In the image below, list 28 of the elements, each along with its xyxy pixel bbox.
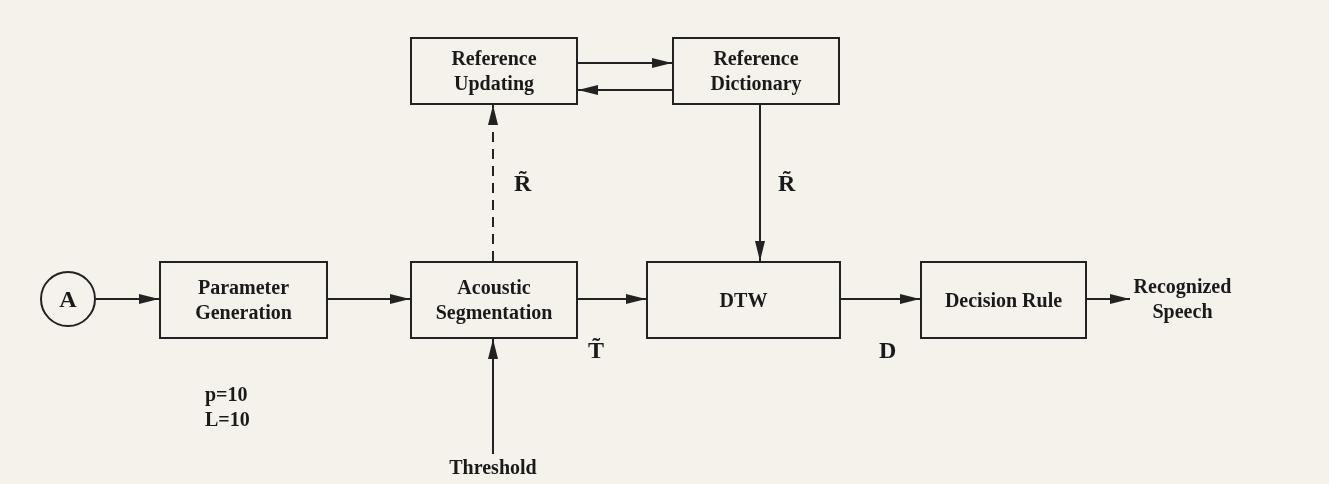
box-label: Parameter Generation bbox=[194, 275, 293, 325]
box-label: Reference Dictionary bbox=[709, 46, 803, 96]
box-label: Acoustic Segmentation bbox=[434, 275, 554, 325]
arrow bbox=[577, 58, 673, 68]
arrow bbox=[1086, 294, 1131, 304]
arrow bbox=[577, 85, 673, 95]
box-label: Reference Updating bbox=[450, 46, 538, 96]
output-label: Recognized Speech bbox=[1130, 275, 1235, 323]
process-box bbox=[410, 261, 578, 339]
arrow bbox=[840, 294, 921, 304]
arrow bbox=[327, 294, 411, 304]
dashed-arrow bbox=[488, 104, 498, 262]
process-box bbox=[920, 261, 1087, 339]
connector-circle bbox=[40, 271, 96, 327]
process-box bbox=[410, 37, 578, 105]
input-label: Threshold bbox=[447, 454, 539, 480]
parameter-label: p=10 bbox=[205, 382, 248, 407]
box-label: DTW bbox=[719, 287, 768, 313]
arrow bbox=[95, 294, 160, 304]
process-box bbox=[672, 37, 840, 105]
box-label: Decision Rule bbox=[944, 287, 1063, 313]
arrow bbox=[755, 104, 765, 262]
arrow bbox=[488, 338, 498, 455]
arrow bbox=[577, 294, 647, 304]
box-label: A bbox=[59, 285, 77, 314]
process-box bbox=[159, 261, 328, 339]
parameter-label: L=10 bbox=[205, 407, 250, 432]
process-box bbox=[646, 261, 841, 339]
